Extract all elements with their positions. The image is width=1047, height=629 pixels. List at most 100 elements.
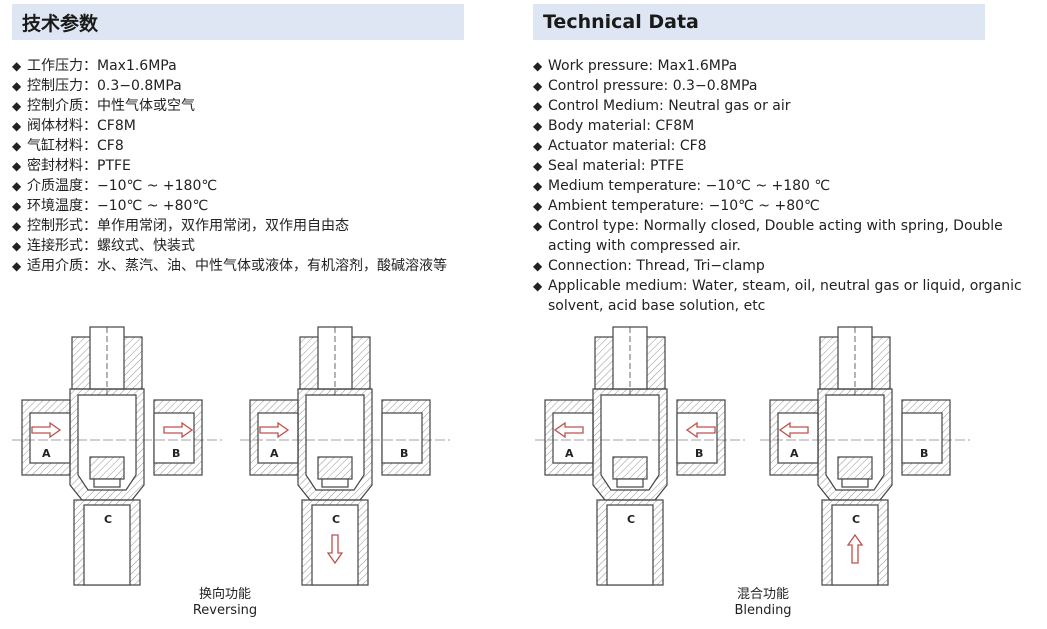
- english-spec-text: Medium temperature: −10℃ ~ +180 ℃: [548, 178, 831, 194]
- port-c-label: C: [104, 513, 112, 526]
- diamond-bullet-icon: ◆: [533, 279, 543, 293]
- english-spec-item: ◆ Connection: Thread, Tri−clamp: [533, 256, 1043, 276]
- diamond-bullet-icon: ◆: [12, 119, 22, 133]
- english-spec-text: Control pressure: 0.3−0.8MPa: [548, 78, 758, 94]
- blending-caption-cn: 混合功能: [736, 587, 789, 602]
- chinese-spec-item: ◆ 密封材料：PTFE: [12, 156, 482, 176]
- diamond-bullet-icon: ◆: [12, 59, 22, 73]
- blending-diagram-1: A B C: [535, 325, 745, 590]
- chinese-spec-item: ◆ 控制形式：单作用常闭，双作用常闭，双作用自由态: [12, 216, 482, 236]
- diamond-bullet-icon: ◆: [12, 179, 22, 193]
- port-b-label: B: [695, 447, 703, 460]
- chinese-spec-item: ◆ 连接形式：螺纹式、快装式: [12, 236, 482, 256]
- valve-body-outline: [535, 326, 745, 586]
- diamond-bullet-icon: ◆: [12, 79, 22, 93]
- chinese-spec-list: ◆工作压力：Max1.6MPa◆控制压力：0.3−0.8MPa◆控制介质：中性气…: [12, 56, 482, 276]
- chinese-spec-text: 控制介质：中性气体或空气: [27, 98, 195, 114]
- english-spec-text: Control Medium: Neutral gas or air: [548, 98, 791, 114]
- english-spec-text: Applicable medium: Water, steam, oil, ne…: [548, 278, 1022, 314]
- diamond-bullet-icon: ◆: [533, 219, 543, 233]
- port-b-label: B: [920, 447, 928, 460]
- reversing-caption: 换向功能 Reversing: [145, 587, 305, 619]
- diamond-bullet-icon: ◆: [533, 259, 543, 273]
- port-a-label: A: [565, 447, 574, 460]
- arrow-down-icon: [326, 534, 344, 565]
- chinese-spec-text: 介质温度：−10℃ ~ +180℃: [27, 178, 218, 194]
- arrow-right-icon: [259, 421, 290, 439]
- valve-body-outline: [240, 326, 450, 586]
- chinese-spec-text: 连接形式：螺纹式、快装式: [27, 238, 195, 254]
- diamond-bullet-icon: ◆: [12, 139, 22, 153]
- english-spec-text: Actuator material: CF8: [548, 138, 707, 154]
- chinese-spec-text: 环境温度：−10℃ ~ +80℃: [27, 198, 209, 214]
- english-spec-title: Technical Data: [533, 4, 985, 40]
- diamond-bullet-icon: ◆: [12, 99, 22, 113]
- port-c-label: C: [627, 513, 635, 526]
- chinese-spec-column: 技术参数 ◆工作压力：Max1.6MPa◆控制压力：0.3−0.8MPa◆控制介…: [12, 0, 482, 276]
- chinese-spec-text: 控制压力：0.3−0.8MPa: [27, 78, 182, 94]
- chinese-spec-text: 控制形式：单作用常闭，双作用常闭，双作用自由态: [27, 218, 349, 234]
- diamond-bullet-icon: ◆: [12, 159, 22, 173]
- diamond-bullet-icon: ◆: [533, 119, 543, 133]
- english-spec-text: Seal material: PTFE: [548, 158, 684, 174]
- english-spec-item: ◆Control Medium: Neutral gas or air: [533, 96, 1043, 116]
- english-spec-item: ◆ Medium temperature: −10℃ ~ +180 ℃: [533, 176, 1043, 196]
- english-spec-text: Work pressure: Max1.6MPa: [548, 58, 738, 74]
- reversing-diagram-2: A B C: [240, 325, 450, 590]
- arrow-left-icon: [685, 421, 716, 439]
- english-spec-item: ◆ Applicable medium: Water, steam, oil, n…: [533, 276, 1043, 316]
- english-spec-text: Body material: CF8M: [548, 118, 695, 134]
- reversing-caption-cn: 换向功能: [198, 587, 251, 602]
- english-spec-item: ◆ Seal material: PTFE: [533, 156, 1043, 176]
- chinese-spec-title: 技术参数: [12, 4, 464, 40]
- english-spec-item: ◆Control pressure: 0.3−0.8MPa: [533, 76, 1043, 96]
- arrow-up-icon: [846, 533, 864, 564]
- arrow-left-icon: [778, 421, 809, 439]
- chinese-spec-item: ◆ 阀体材料：CF8M: [12, 116, 482, 136]
- flow-arrows: [31, 421, 194, 439]
- reversing-diagram-1: A B C: [12, 325, 222, 590]
- port-a-label: A: [42, 447, 51, 460]
- blending-diagram-2: A B C: [760, 325, 970, 590]
- english-spec-item: ◆ Control type: Normally closed, Double a…: [533, 216, 1043, 256]
- diamond-bullet-icon: ◆: [12, 259, 22, 273]
- chinese-spec-item: ◆ 环境温度：−10℃ ~ +80℃: [12, 196, 482, 216]
- chinese-spec-text: 气缸材料：CF8: [27, 138, 124, 154]
- english-spec-text: Ambient temperature: −10℃ ~ +80℃: [548, 198, 820, 214]
- arrow-left-icon: [553, 421, 584, 439]
- port-b-label: B: [172, 447, 180, 460]
- chinese-spec-text: 密封材料：PTFE: [27, 158, 131, 174]
- port-b-label: B: [400, 447, 408, 460]
- chinese-spec-item: ◆适用介质：水、蒸汽、油、中性气体或液体，有机溶剂，酸碱溶液等: [12, 256, 482, 276]
- reversing-caption-en: Reversing: [192, 603, 258, 618]
- flow-arrows: [553, 421, 716, 439]
- english-spec-item: ◆Actuator material: CF8: [533, 136, 1043, 156]
- chinese-spec-item: ◆ 控制介质：中性气体或空气: [12, 96, 482, 116]
- arrow-right-icon: [163, 421, 194, 439]
- english-spec-text: Connection: Thread, Tri−clamp: [548, 258, 765, 274]
- english-spec-item: ◆ Work pressure: Max1.6MPa: [533, 56, 1043, 76]
- port-c-label: C: [332, 513, 340, 526]
- valve-body-outline: [760, 326, 970, 586]
- chinese-spec-item: ◆ 气缸材料：CF8: [12, 136, 482, 156]
- english-spec-item: ◆ Ambient temperature: −10℃ ~ +80℃: [533, 196, 1043, 216]
- valve-body-outline: [12, 326, 222, 586]
- diamond-bullet-icon: ◆: [533, 179, 543, 193]
- diamond-bullet-icon: ◆: [533, 59, 543, 73]
- port-c-label: C: [852, 513, 860, 526]
- flow-arrows: [259, 421, 344, 565]
- english-spec-column: Technical Data ◆ Work pressure: Max1.6MPa…: [533, 0, 1043, 316]
- diamond-bullet-icon: ◆: [533, 199, 543, 213]
- diamond-bullet-icon: ◆: [12, 239, 22, 253]
- diamond-bullet-icon: ◆: [533, 159, 543, 173]
- port-a-label: A: [270, 447, 279, 460]
- chinese-spec-item: ◆ 控制压力：0.3−0.8MPa: [12, 76, 482, 96]
- flow-arrows: [778, 421, 864, 564]
- english-spec-text: Control type: Normally closed, Double ac…: [548, 218, 1003, 254]
- blending-caption-en: Blending: [734, 603, 792, 618]
- diamond-bullet-icon: ◆: [12, 199, 22, 213]
- port-a-label: A: [790, 447, 799, 460]
- diamond-bullet-icon: ◆: [12, 219, 22, 233]
- blending-caption: 混合功能 Blending: [683, 587, 843, 619]
- chinese-spec-text: 阀体材料：CF8M: [27, 118, 136, 134]
